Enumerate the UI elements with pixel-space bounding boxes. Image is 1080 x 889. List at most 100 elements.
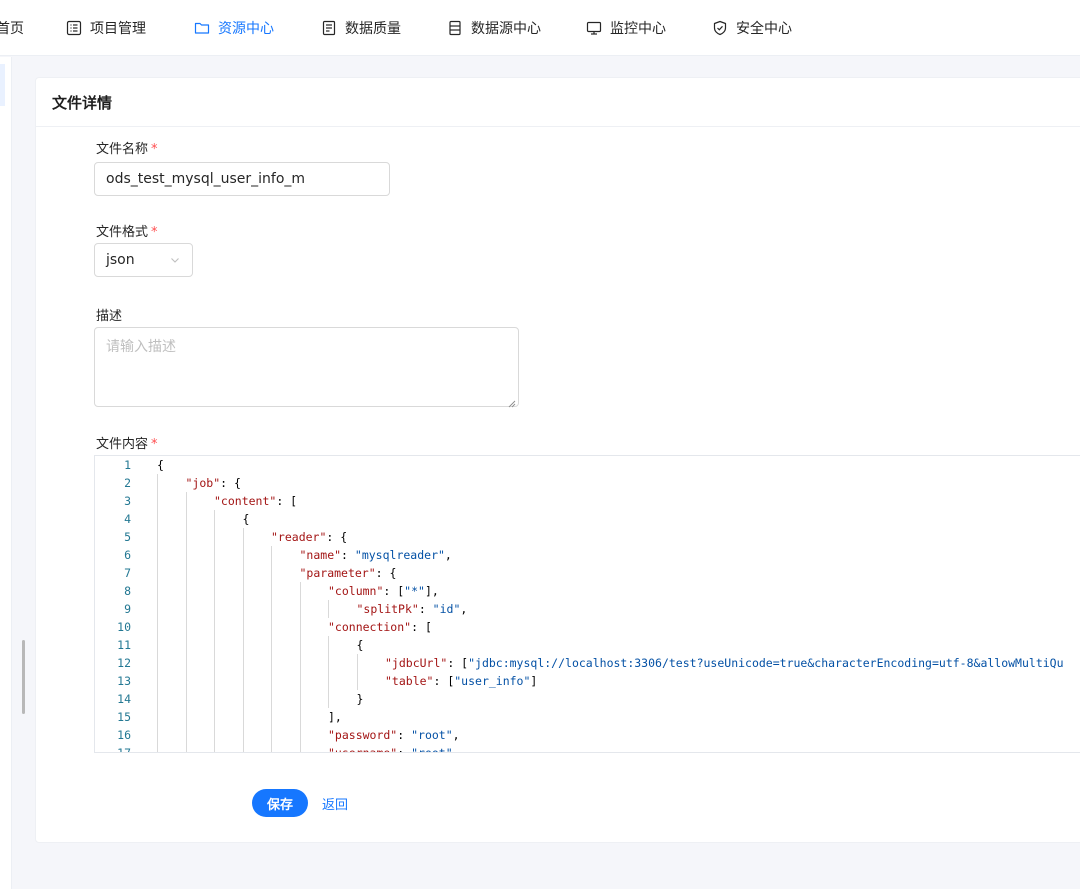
required-mark: * [151, 225, 158, 240]
nav-item-monitor[interactable]: 监控中心 [586, 17, 666, 39]
nav-item-data-quality[interactable]: 数据质量 [321, 17, 401, 39]
json-key: "job" [185, 476, 221, 490]
line-number: 3 [124, 494, 131, 508]
sidebar [0, 57, 12, 889]
nav-item-security[interactable]: 安全中心 [712, 17, 792, 39]
code-line: "name": "mysqlreader", [300, 546, 452, 564]
json-punctuation: , [452, 728, 460, 742]
indent-guide [271, 546, 272, 752]
json-punctuation: : { [326, 530, 348, 544]
page-title: 文件详情 [52, 94, 113, 112]
card-header: 文件详情 [36, 78, 1080, 127]
line-number: 16 [117, 728, 131, 742]
line-number: 8 [124, 584, 131, 598]
line-number: 11 [117, 638, 131, 652]
file-format-select[interactable]: json [94, 243, 193, 277]
json-punctuation: : [ [276, 494, 298, 508]
json-punctuation: : [397, 746, 412, 753]
description-label-text: 描述 [96, 309, 123, 324]
file-content-label-text: 文件内容 [96, 437, 149, 452]
json-punctuation: : [397, 728, 412, 742]
nav-item-label: 安全中心 [736, 21, 792, 37]
code-line: "parameter": { [300, 564, 397, 582]
line-number: 10 [117, 620, 131, 634]
json-punctuation: , [452, 746, 460, 753]
json-string: "user_info" [454, 674, 531, 688]
json-punctuation: : [418, 602, 433, 616]
line-number: 2 [124, 476, 131, 490]
file-content-label: 文件内容* [96, 433, 158, 452]
top-navigation: 首页 项目管理 资源中心 数据质量 数据源中心 监控中心 安全中心 [0, 0, 1080, 56]
code-line: "reader": { [271, 528, 347, 546]
code-editor[interactable]: 1{2"job": {3"content": [4{5"reader": {6"… [94, 455, 1080, 753]
code-line: ], [328, 708, 342, 726]
json-string: "*" [404, 584, 425, 598]
nav-item-resources[interactable]: 资源中心 [194, 17, 274, 39]
nav-item-label: 数据源中心 [471, 21, 541, 37]
document-icon [321, 20, 337, 36]
line-number: 12 [117, 656, 131, 670]
line-number: 4 [124, 512, 131, 526]
json-key: "column" [328, 584, 384, 598]
file-name-label-text: 文件名称 [96, 142, 149, 157]
json-punctuation: : [ [433, 674, 455, 688]
required-mark: * [151, 142, 158, 157]
nav-item-home[interactable]: 首页 [0, 17, 24, 39]
indent-guide [299, 582, 301, 752]
file-format-label-text: 文件格式 [96, 225, 149, 240]
json-punctuation: } [356, 692, 364, 706]
code-line: "jdbcUrl": ["jdbc:mysql://localhost:3306… [385, 654, 1064, 672]
nav-item-datasource[interactable]: 数据源中心 [447, 17, 541, 39]
save-button[interactable]: 保存 [252, 789, 308, 817]
line-number: 5 [124, 530, 131, 544]
json-punctuation: : [ [411, 620, 432, 634]
json-key: "splitPk" [356, 602, 419, 616]
json-key: "jdbcUrl" [385, 656, 448, 670]
code-line: "table": ["user_info"] [385, 672, 537, 690]
nav-item-label: 项目管理 [90, 21, 146, 37]
sidebar-scrollbar[interactable] [22, 640, 25, 714]
file-name-input[interactable]: ods_test_mysql_user_info_m [94, 162, 390, 196]
json-string: "mysqlreader" [354, 548, 445, 562]
json-punctuation: { [242, 512, 250, 526]
indent-guide [242, 528, 244, 752]
code-line: "password": "root", [328, 726, 460, 744]
line-number-gutter [95, 456, 145, 752]
line-number: 15 [117, 710, 131, 724]
nav-item-projects[interactable]: 项目管理 [66, 17, 146, 39]
code-line: "username": "root", [328, 744, 460, 753]
chevron-down-icon [169, 254, 181, 266]
indent-guide [356, 654, 358, 690]
sidebar-active-item[interactable] [0, 64, 5, 106]
code-line: { [357, 636, 364, 654]
file-name-label: 文件名称* [96, 138, 158, 157]
line-number: 9 [124, 602, 131, 616]
indent-guide [157, 474, 158, 752]
code-line: { [243, 510, 250, 528]
description-textarea[interactable]: 请输入描述 [94, 327, 519, 408]
nav-item-label: 监控中心 [610, 21, 666, 37]
line-number: 6 [124, 548, 131, 562]
line-number: 7 [124, 566, 131, 580]
nav-item-label: 首页 [0, 21, 24, 37]
json-punctuation: ], [424, 584, 439, 598]
description-label: 描述 [96, 305, 122, 324]
json-punctuation: : [341, 548, 355, 562]
file-format-label: 文件格式* [96, 221, 158, 240]
indent-guide [185, 492, 187, 752]
code-line: "content": [ [214, 492, 297, 510]
json-key: "username" [328, 746, 398, 753]
line-number: 17 [117, 746, 131, 753]
code-line: "splitPk": "id", [357, 600, 468, 618]
indent-guide [328, 600, 329, 618]
file-name-value: ods_test_mysql_user_info_m [106, 171, 306, 187]
code-line: { [157, 456, 164, 474]
resize-grip-icon[interactable] [508, 396, 516, 408]
file-format-value: json [106, 252, 135, 268]
json-key: "table" [385, 674, 434, 688]
back-link[interactable]: 返回 [322, 798, 349, 813]
indent-guide [214, 510, 215, 752]
list-icon [66, 20, 82, 36]
json-key: "connection" [328, 620, 412, 634]
code-line: } [357, 690, 364, 708]
